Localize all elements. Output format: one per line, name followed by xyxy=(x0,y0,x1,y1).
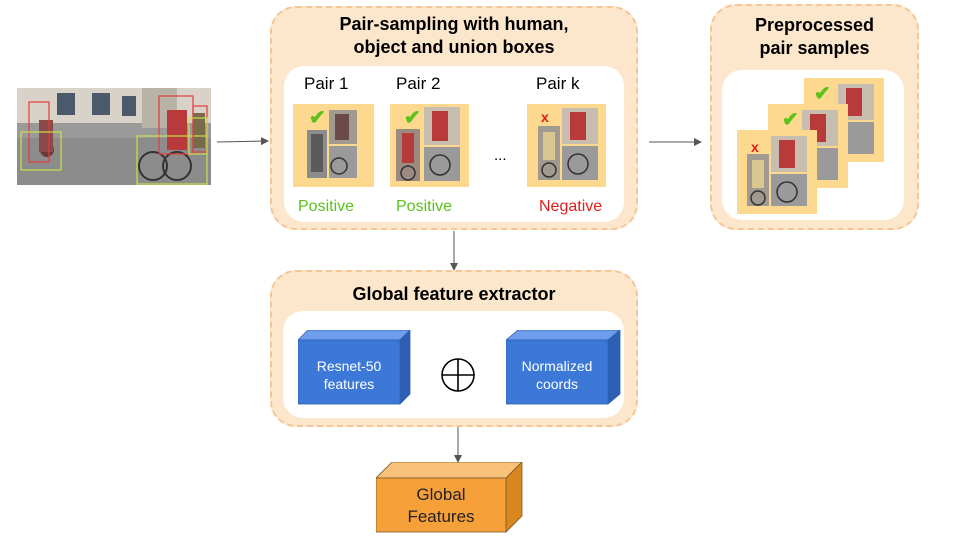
coords-label-line2: coords xyxy=(535,376,579,392)
pair-2-label: Pair 2 xyxy=(396,74,441,93)
sampling-title-line2: object and union boxes xyxy=(353,37,555,57)
extractor-title: Global feature extractor xyxy=(352,284,556,304)
input-scene-image xyxy=(17,88,211,185)
pair-k-thumbnails xyxy=(538,108,598,180)
pair-1-status: Positive xyxy=(298,198,355,215)
check-icon: ✔ xyxy=(309,107,326,129)
arrow-image-to-sampling xyxy=(216,137,269,146)
circled-plus-icon xyxy=(441,358,475,392)
pair-k-status: Negative xyxy=(539,198,603,215)
global-features-cube xyxy=(376,462,523,533)
sampling-title-line1: Pair-sampling with human, xyxy=(339,14,569,34)
check-icon: ✔ xyxy=(782,109,799,131)
global-features-line1: Global xyxy=(416,485,466,504)
global-features-line2: Features xyxy=(407,507,475,526)
resnet-label-line2: features xyxy=(323,376,375,392)
pair-2-status: Positive xyxy=(396,198,453,215)
cross-icon: x xyxy=(751,139,759,155)
check-icon: ✔ xyxy=(404,107,421,129)
resnet-features-cube xyxy=(298,330,411,405)
check-icon: ✔ xyxy=(814,83,831,105)
preprocessed-title-line2: pair samples xyxy=(759,38,870,58)
pair-2-thumbnails xyxy=(396,107,460,181)
pair-k-label: Pair k xyxy=(536,74,580,93)
resnet-label-line1: Resnet-50 xyxy=(316,358,382,374)
stack-card-front-thumbnails xyxy=(747,136,807,206)
normalized-coords-cube xyxy=(506,330,621,405)
coords-label-line1: Normalized xyxy=(521,358,593,374)
pair-1-label: Pair 1 xyxy=(304,74,349,93)
ellipsis: ... xyxy=(494,147,507,164)
cross-icon: x xyxy=(541,109,549,125)
pair-1-thumbnails xyxy=(307,110,357,178)
preprocessed-title-line1: Preprocessed xyxy=(754,15,875,35)
